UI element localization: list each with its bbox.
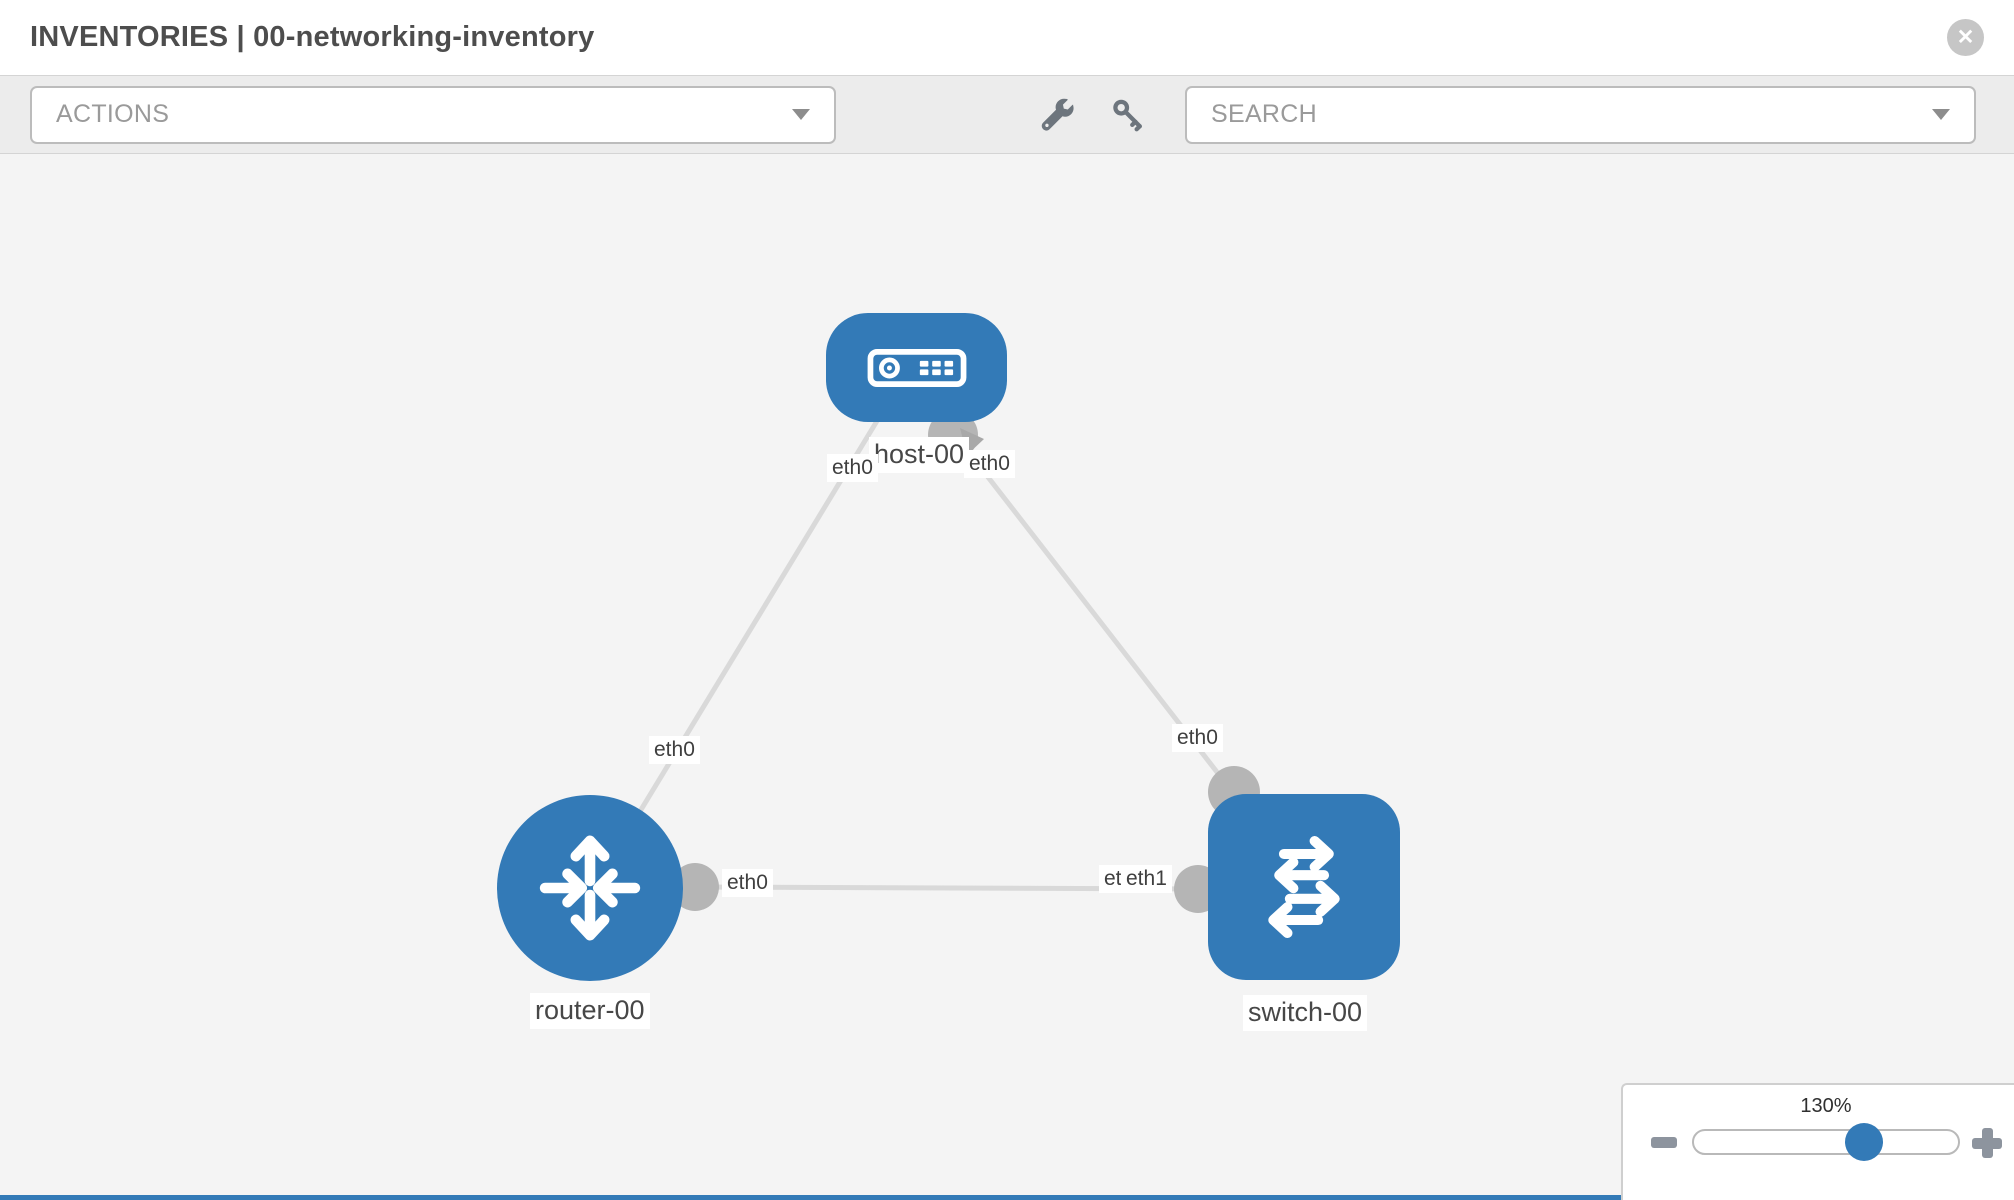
port-label-host-left: eth0	[827, 454, 878, 483]
footer-accent-strip	[0, 1195, 1621, 1200]
page-title: INVENTORIES | 00-networking-inventory	[30, 21, 595, 53]
port-label-host-right: eth0	[964, 450, 1015, 479]
node-host-00[interactable]	[826, 313, 1007, 422]
node-label-switch: switch-00	[1243, 995, 1368, 1031]
server-icon	[867, 348, 966, 387]
port-circle-router	[671, 863, 719, 911]
key-icon	[1113, 99, 1142, 131]
toolbar: ACTIONS SEARCH	[0, 75, 2014, 154]
chevron-down-icon	[1932, 109, 1950, 120]
port-label-router-right: eth0	[722, 869, 773, 898]
port-label-switch-front: eth1	[1121, 865, 1172, 894]
links-layer	[633, 410, 1260, 913]
node-label-host: host-00	[869, 437, 970, 473]
topology-canvas[interactable]: host-00 router-00 switch-00 eth0 eth0 et…	[0, 154, 2014, 1200]
key-button[interactable]	[1107, 94, 1149, 136]
port-label-router-top: eth0	[649, 736, 700, 765]
zoom-in-plus-icon[interactable]	[1970, 1126, 2004, 1160]
search-dropdown[interactable]: SEARCH	[1185, 85, 1976, 144]
router-arrows-icon	[539, 835, 641, 941]
node-switch-00[interactable]	[1208, 794, 1400, 980]
close-icon[interactable]: ✕	[1947, 19, 1984, 56]
tool-icon-group	[1037, 94, 1149, 136]
search-dropdown-label: SEARCH	[1211, 100, 1317, 128]
switch-arrows-icon	[1268, 835, 1340, 939]
node-router-00[interactable]	[497, 795, 683, 981]
wrench-button[interactable]	[1037, 94, 1079, 136]
zoom-slider-track[interactable]	[1692, 1129, 1960, 1155]
port-label-switch-top: eth0	[1172, 724, 1223, 753]
actions-dropdown[interactable]: ACTIONS	[30, 85, 836, 144]
actions-dropdown-label: ACTIONS	[56, 100, 170, 128]
zoom-level-label: 130%	[1800, 1095, 1852, 1117]
zoom-out-minus-icon[interactable]	[1651, 1137, 1677, 1148]
zoom-slider-knob[interactable]	[1845, 1123, 1883, 1161]
zoom-panel: 130%	[1621, 1083, 2014, 1200]
window-header: INVENTORIES | 00-networking-inventory ✕	[0, 0, 2014, 75]
plus-bar	[1981, 1128, 1993, 1158]
node-label-router: router-00	[530, 993, 650, 1029]
chevron-down-icon	[792, 109, 810, 120]
wrench-icon	[1041, 98, 1074, 131]
